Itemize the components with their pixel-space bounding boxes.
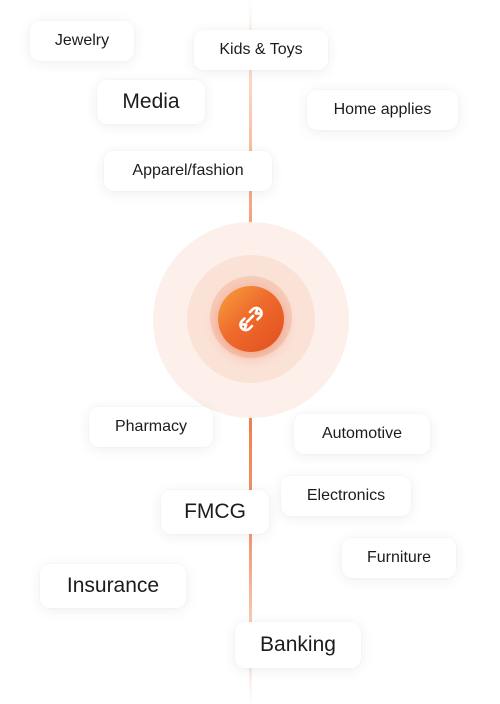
category-jewelry[interactable]: Jewelry bbox=[30, 21, 134, 61]
category-kids-toys[interactable]: Kids & Toys bbox=[194, 30, 328, 70]
connector-line-top bbox=[249, 0, 252, 280]
category-insurance[interactable]: Insurance bbox=[40, 564, 186, 608]
category-electronics[interactable]: Electronics bbox=[281, 476, 411, 516]
category-home-applies[interactable]: Home applies bbox=[307, 90, 458, 130]
category-banking[interactable]: Banking bbox=[235, 622, 361, 668]
category-apparel-fashion[interactable]: Apparel/fashion bbox=[104, 151, 272, 191]
sync-link-icon bbox=[239, 306, 263, 332]
category-furniture[interactable]: Furniture bbox=[342, 538, 456, 578]
category-media[interactable]: Media bbox=[97, 80, 205, 124]
category-automotive[interactable]: Automotive bbox=[294, 414, 430, 454]
hub-button bbox=[218, 286, 284, 352]
category-pharmacy[interactable]: Pharmacy bbox=[89, 407, 213, 447]
category-fmcg[interactable]: FMCG bbox=[161, 490, 269, 534]
